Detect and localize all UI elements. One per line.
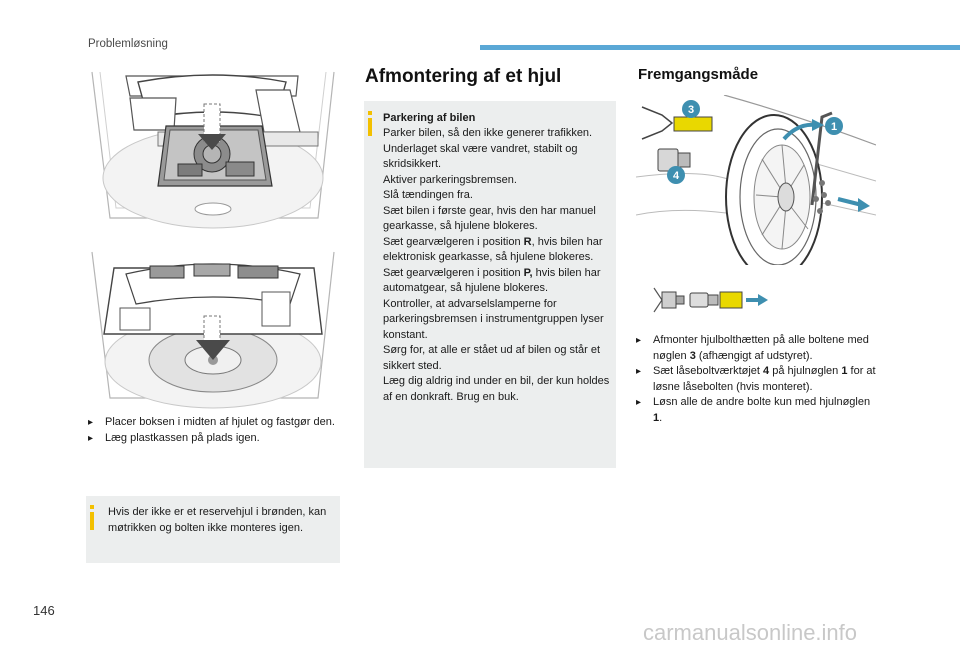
header-bar [480,45,960,50]
info-note-left: Hvis der ikke er et reservehjul i brønde… [86,496,340,563]
page-title: Afmontering af et hjul [365,66,562,87]
section-label: Problemløsning [88,38,168,50]
info-i-icon [368,111,372,115]
note-body: Parker bilen, så den ikke generer trafik… [383,127,610,403]
triangle-right-icon: ▸ [636,335,642,346]
note-title: Parkering af bilen [383,112,476,124]
triangle-right-icon: ▸ [636,366,642,377]
info-note-parking: Parkering af bilen Parker bilen, så den … [364,101,616,468]
triangle-right-icon: ▸ [88,432,94,444]
callout-1: 1 [831,121,837,133]
callout-3: 3 [688,104,694,116]
wheel-illustration: 3 4 1 [636,95,876,265]
instruction-item: ▸Løsn alle de andre bolte kun med hjulnø… [636,396,871,424]
info-i-icon [90,505,94,509]
lock-bolt-illustration [650,282,770,318]
instruction-item: ▸Sæt låseboltværktøjet 4 på hjulnøglen 1… [636,365,876,393]
left-instructions: ▸Placer boksen i midten af hjulet og fas… [88,415,338,446]
callout-4: 4 [673,170,680,182]
instruction-item: ▸Læg plastkassen på plads igen. [88,431,338,447]
triangle-right-icon: ▸ [88,417,94,428]
trunk-illustration-top [86,68,340,230]
instruction-item: ▸Afmonter hjulbolthætten på alle boltene… [636,334,869,362]
page-number: 146 [33,603,55,618]
info-note-text: Hvis der ikke er et reservehjul i brønde… [108,506,327,534]
trunk-illustration-bottom [86,248,340,410]
instruction-item: ▸Placer boksen i midten af hjulet og fas… [88,415,338,431]
right-instructions: ▸Afmonter hjulbolthætten på alle boltene… [636,333,881,426]
section-heading: Fremgangsmåde [638,66,759,83]
triangle-right-icon: ▸ [636,397,642,408]
watermark: carmanualsonline.info [643,620,858,645]
